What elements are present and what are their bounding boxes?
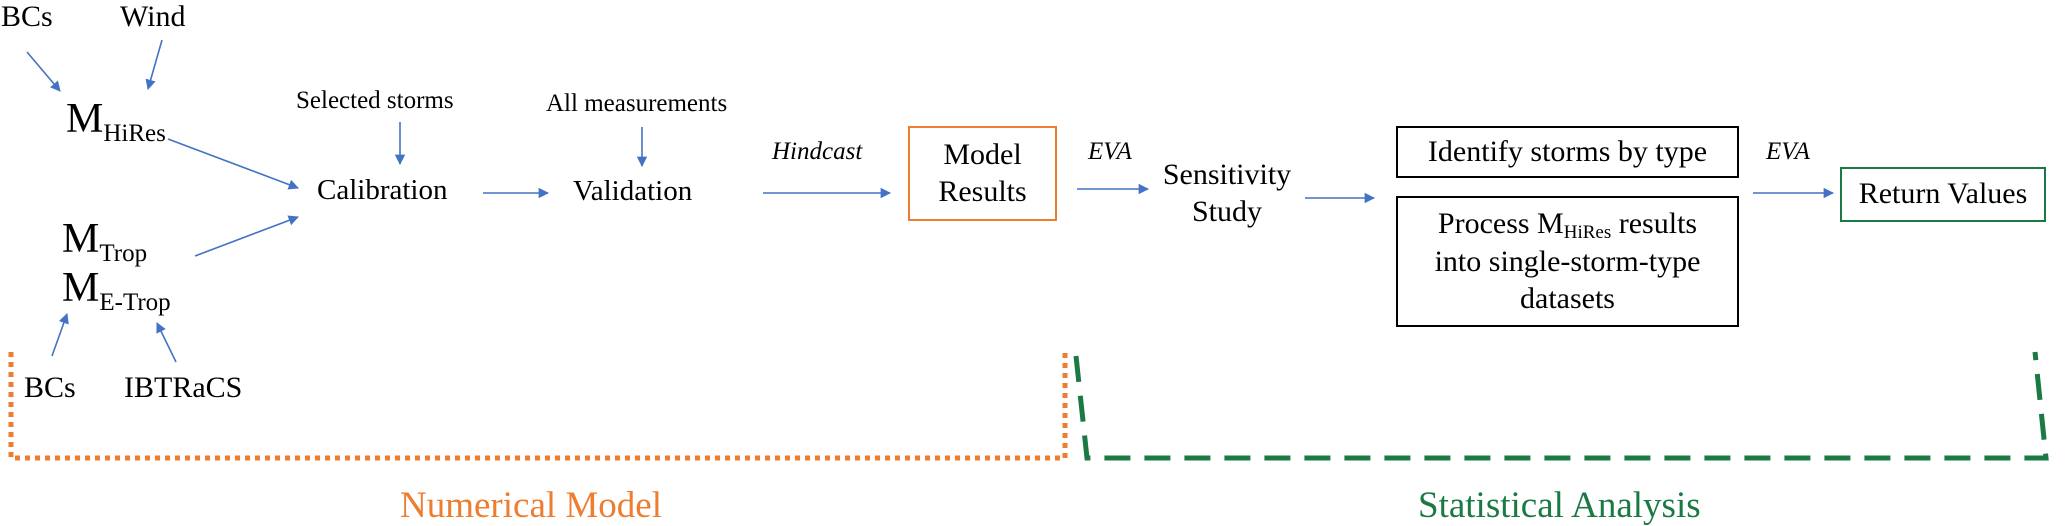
statistical-analysis-label: Statistical Analysis	[1418, 485, 1701, 526]
selected-storms-label: Selected storms	[296, 87, 454, 114]
arrow-bcs-to-trop	[51, 313, 69, 357]
all-measurements-label: All measurements	[546, 90, 728, 117]
sensitivity-study-line-1: Sensitivity	[1162, 158, 1292, 191]
return-values-text: Return Values	[1858, 177, 2028, 211]
model-trop-base: M	[62, 216, 100, 262]
sensitivity-study-line-2: Study	[1191, 194, 1263, 228]
bcs-top-label: BCs	[1, 0, 53, 33]
process-line-1-suffix: results	[1611, 206, 1698, 240]
process-line-2: into single-storm-type	[1434, 244, 1701, 278]
identify-storms-box: Identify storms by type	[1396, 126, 1739, 178]
model-hires-subscript: HiRes	[103, 120, 166, 147]
model-results-line-1: Model	[943, 137, 1022, 171]
arrow-ibtracs-to-trop	[156, 322, 177, 363]
arrow-trop-to-calibration	[194, 215, 299, 257]
ibtracs-label: IBTRaCS	[124, 371, 243, 404]
model-trop: MTrop	[62, 218, 147, 266]
process-line-1-prefix: Process M	[1437, 206, 1564, 240]
return-values-box: Return Values	[1840, 167, 2046, 222]
arrow-wind-to-hires	[145, 39, 163, 90]
bcs-bottom-label: BCs	[24, 371, 76, 404]
calibration-label: Calibration	[317, 174, 448, 206]
model-etrop-base: M	[62, 265, 100, 311]
process-results-text: Process MHiRes results into single-storm-…	[1435, 206, 1701, 317]
hindcast-label: Hindcast	[772, 138, 863, 165]
bracket-numerical-model	[8, 352, 1068, 461]
model-etrop: ME-Trop	[62, 267, 171, 315]
arrow-bcs-to-hires	[26, 51, 61, 92]
validation-label: Validation	[573, 175, 693, 207]
model-etrop-subscript: E-Trop	[99, 289, 171, 316]
arrow-hires-to-calibration	[167, 138, 299, 190]
process-line-1-subscript: HiRes	[1563, 221, 1612, 243]
identify-storms-text: Identify storms by type	[1427, 134, 1708, 168]
bracket-statistical-analysis	[1073, 351, 2049, 461]
model-hires-base: M	[66, 96, 104, 142]
eva-label-2: EVA	[1766, 138, 1810, 165]
model-trop-subscript: Trop	[99, 240, 148, 267]
wind-label: Wind	[120, 0, 186, 33]
process-results-box: Process MHiRes results into single-storm-…	[1396, 196, 1739, 327]
model-results-line-2: Results	[938, 174, 1027, 208]
model-hires: MHiRes	[66, 98, 166, 146]
numerical-model-label: Numerical Model	[400, 485, 662, 526]
process-line-3: datasets	[1520, 281, 1615, 315]
eva-label-1: EVA	[1088, 138, 1132, 165]
